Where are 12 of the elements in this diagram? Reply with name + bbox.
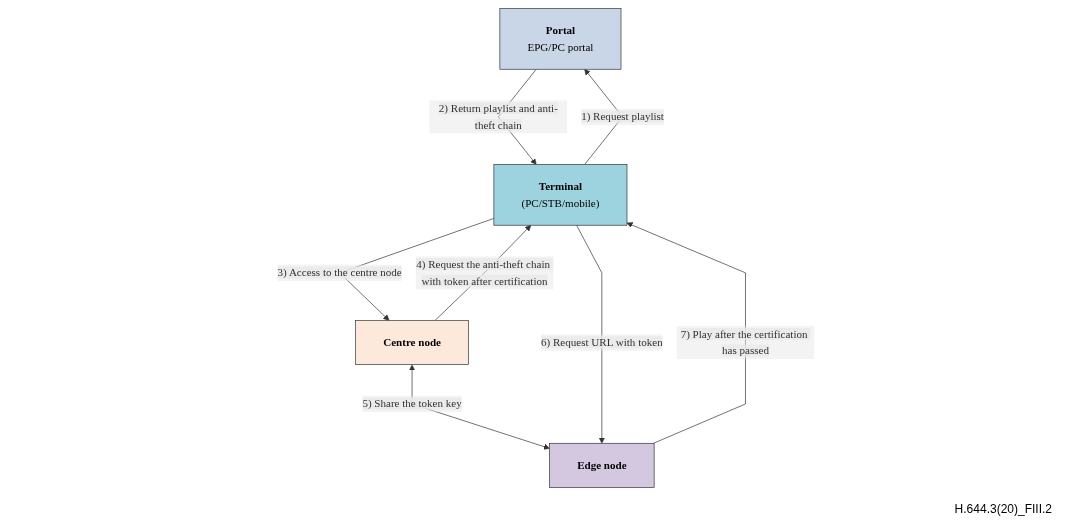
- edge-label: 7) Play after the certification has passed: [680, 327, 808, 356]
- figure-code: H.644.3(20)_FIII.2: [954, 502, 1052, 516]
- edge-label: 3) Access to the centre node: [277, 266, 402, 278]
- node-box: Centre node: [355, 319, 469, 365]
- edge-label: 1) Request playlist: [581, 110, 664, 122]
- edge-label: 6) Request URL with token: [540, 335, 663, 348]
- edge-label: 4) Request the anti-theft chain with token after certification: [416, 257, 550, 287]
- node-box: Portal EPG/PC portal: [499, 7, 622, 70]
- node-box: Edge node: [549, 442, 655, 488]
- edge-label: 5) Share the token key: [362, 397, 462, 409]
- edge-label: 2) Return playlist and anti-theft chain: [438, 101, 558, 131]
- node-box: Terminal (PC/STB/mobile): [493, 163, 628, 226]
